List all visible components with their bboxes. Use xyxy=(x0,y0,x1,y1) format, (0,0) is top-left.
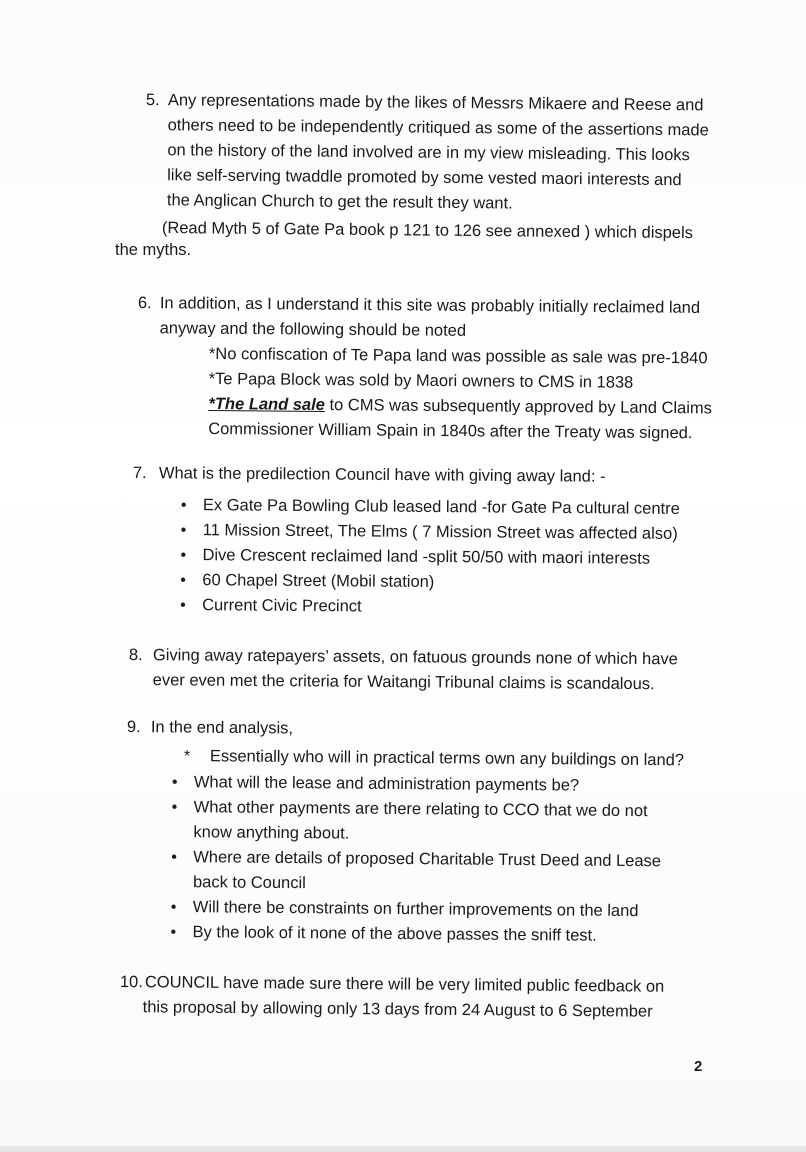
list-item: • Dive Crescent reclaimed land -split 50/… xyxy=(180,543,679,572)
paragraph-number: 8. xyxy=(128,645,143,665)
bullet-icon: • xyxy=(180,596,186,615)
list-item: •What other payments are there relating … xyxy=(171,795,661,849)
paragraph-number: 7. xyxy=(132,463,147,483)
bullet-icon: • xyxy=(170,923,177,942)
list-item: • 11 Mission Street, The Elms ( 7 Mission… xyxy=(181,518,680,547)
paragraph-line: the Anglican Church to get the result th… xyxy=(166,191,513,213)
paragraph-7: 7. What is the predilection Council have… xyxy=(133,461,606,490)
paragraph-8: 8. Giving away ratepayers’ assets, on fa… xyxy=(129,643,678,697)
paragraph-10: 10. COUNCIL have made sure there will be… xyxy=(120,970,665,1025)
paragraph-5-reference-end: the myths. xyxy=(115,238,191,263)
land-sale-emphasis: *The Land sale xyxy=(208,394,325,415)
page-number: 2 xyxy=(694,1058,703,1075)
bullet-icon: • xyxy=(171,773,178,792)
list-item-text: Current Civic Precinct xyxy=(202,596,362,616)
list-item-text: 60 Chapel Street (Mobil station) xyxy=(202,571,435,591)
paragraph-line: In the end analysis, xyxy=(150,718,294,738)
list-item-text: Essentially who will in practical terms … xyxy=(209,747,685,770)
list-item: * Essentially who will in practical terms… xyxy=(184,744,684,773)
paragraph-line: What is the predilection Council have wi… xyxy=(158,464,606,486)
bullet-icon: • xyxy=(180,496,187,515)
reference-line: (Read Myth 5 of Gate Pa book p 121 to 12… xyxy=(161,218,694,243)
list-item: • Current Civic Precinct xyxy=(180,593,679,622)
paragraph-6: 6. In addition, as I understand it this … xyxy=(138,291,701,346)
list-item: • Ex Gate Pa Bowling Club leased land -fo… xyxy=(181,493,680,522)
paragraph-number: 9. xyxy=(126,717,141,737)
page-bottom-edge xyxy=(0,1146,806,1152)
paragraph-5-reference: (Read Myth 5 of Gate Pa book p 121 to 12… xyxy=(162,216,693,246)
bullet-icon: • xyxy=(171,848,177,867)
paragraph-7-bullet-list: • Ex Gate Pa Bowling Club leased land -fo… xyxy=(180,493,680,622)
bullet-icon: • xyxy=(180,546,187,565)
paragraph-9: 9. In the end analysis, xyxy=(127,715,293,741)
paragraph-number: 5. xyxy=(145,90,160,110)
list-item: • 60 Chapel Street (Mobil station) xyxy=(180,568,679,597)
paragraph-number: 10. xyxy=(119,972,143,992)
paragraph-9-bullet-list: •What will the lease and administration … xyxy=(170,770,662,949)
bullet-icon: • xyxy=(180,521,187,540)
paragraph-line: ever even met the criteria for Waitangi … xyxy=(152,671,655,694)
list-item: • By the look of it none of the above pas… xyxy=(170,920,660,949)
asterisk-icon: * xyxy=(183,747,191,766)
list-item-text: 11 Mission Street, The Elms ( 7 Mission … xyxy=(202,521,678,543)
bullet-icon: • xyxy=(180,571,186,590)
list-item-text: By the look of it none of the above pass… xyxy=(192,923,597,945)
list-item: •Where are details of proposed Charitabl… xyxy=(171,845,661,899)
paragraph-5: 5. Any representations made by the likes… xyxy=(145,88,709,218)
list-item-text: Ex Gate Pa Bowling Club leased land -for… xyxy=(202,496,680,518)
bullet-icon: • xyxy=(171,798,178,817)
bullet-icon: • xyxy=(170,898,177,917)
paragraph-number: 6. xyxy=(137,293,152,313)
paragraph-9-star-item: * Essentially who will in practical terms… xyxy=(184,744,684,773)
paragraph-6-notes: *No confiscation of Te Papa land was pos… xyxy=(208,342,712,446)
note-text: to CMS was subsequently approved by Land… xyxy=(324,396,713,418)
reference-line: the myths. xyxy=(115,241,192,259)
note-line: Commissioner William Spain in 1840s afte… xyxy=(208,419,693,443)
paragraph-line: this proposal by allowing only 13 days f… xyxy=(142,998,653,1021)
list-item-text: Dive Crescent reclaimed land -split 50/5… xyxy=(202,546,651,568)
